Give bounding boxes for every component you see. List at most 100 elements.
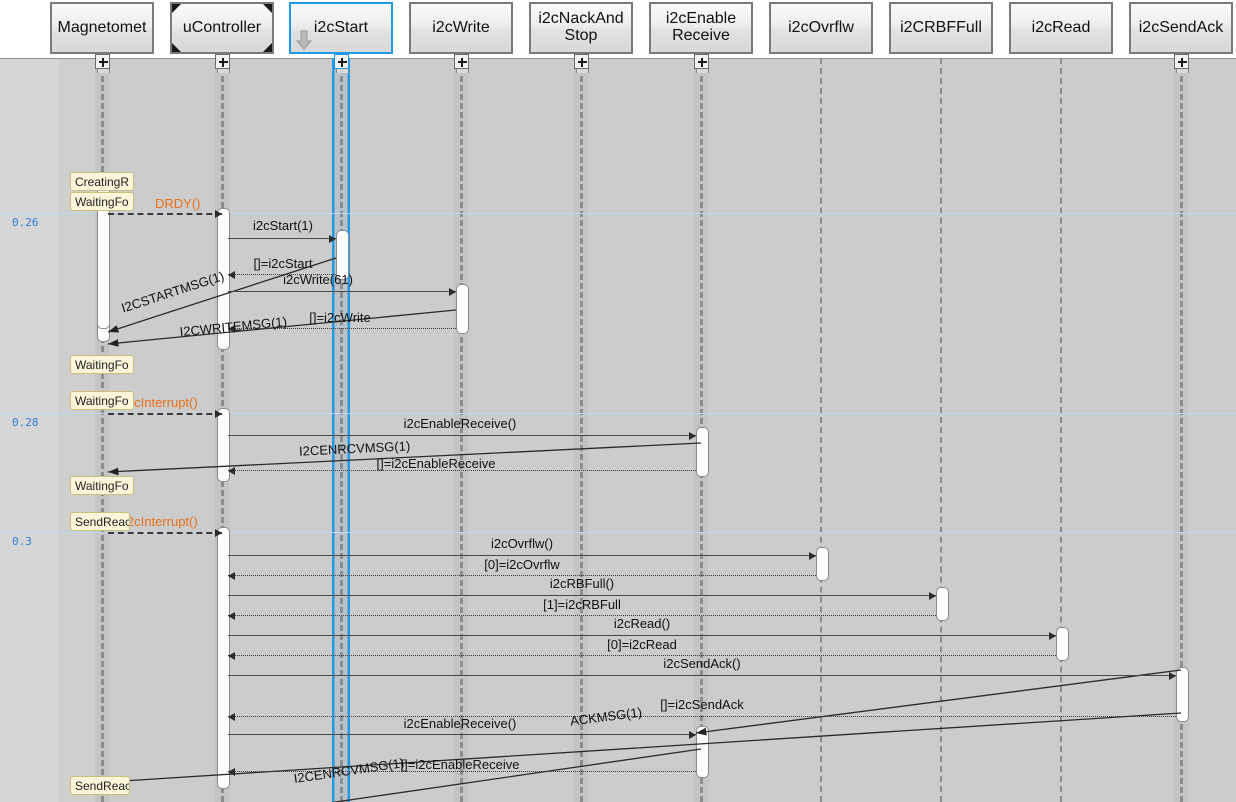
lifeline-header-i2covrflw[interactable]: i2cOvrflw — [769, 2, 873, 54]
time-tick-label: 0.3 — [12, 535, 32, 548]
lifeline-expander-stub — [97, 68, 110, 73]
message-line-m6[interactable] — [108, 413, 222, 415]
message-label-m18: i2cEnableReceive() — [403, 716, 517, 731]
expander-plus-icon-i2cnackand-stop[interactable] — [574, 54, 589, 69]
corner-handle-icon — [172, 43, 181, 52]
message-arrowhead — [1169, 672, 1176, 680]
diagonal-messages-layer — [107, 257, 1182, 802]
message-label-m11: [0]=i2cOvrflw — [484, 557, 560, 572]
lifeline-i2crbffull[interactable] — [940, 58, 942, 802]
lifeline-i2csendack[interactable] — [1180, 58, 1183, 802]
state-label[interactable]: SendReac — [70, 776, 130, 795]
message-line-m7[interactable] — [228, 435, 696, 436]
message-label-m6: i2cInterrupt() — [124, 395, 198, 410]
lifeline-i2cstart[interactable] — [340, 58, 343, 802]
message-line-m16[interactable] — [228, 675, 1176, 676]
lifeline-header-i2cwrite[interactable]: i2cWrite — [409, 2, 513, 54]
message-label-m7: i2cEnableReceive() — [403, 416, 517, 431]
lifeline-header-bar: Magnetomet uController i2cStart i2cWrite i2c… — [0, 0, 1236, 58]
diagonal-message-d4[interactable] — [695, 669, 1182, 736]
message-line-m12[interactable] — [228, 595, 936, 596]
message-arrowhead — [228, 271, 235, 279]
state-label[interactable]: SendReac — [70, 512, 130, 531]
lifeline-header-magnetomet[interactable]: Magnetomet — [50, 2, 154, 54]
state-label[interactable]: WaitingFo — [70, 355, 134, 374]
message-label-m5: []=i2cWrite — [309, 310, 371, 325]
activation-bar[interactable] — [696, 427, 709, 477]
message-label-m9: i2cInterrupt() — [124, 514, 198, 529]
time-gridline — [0, 532, 1236, 533]
activation-bar[interactable] — [936, 587, 949, 621]
lifeline-header-ucontroller[interactable]: uController — [170, 2, 274, 54]
lifeline-label: i2cOvrflw — [788, 18, 854, 36]
lifeline-label: i2cStart — [313, 18, 369, 36]
expander-plus-icon-magnetomet[interactable] — [95, 54, 110, 69]
activation-bar[interactable] — [1176, 667, 1189, 722]
message-label-m19: []=i2cEnableReceive — [400, 757, 520, 772]
message-line-m4[interactable] — [228, 291, 456, 292]
activation-bar[interactable] — [336, 230, 349, 280]
message-line-m8[interactable] — [228, 470, 696, 471]
message-arrowhead — [1049, 632, 1056, 640]
lifeline-expander-stub — [217, 68, 230, 73]
message-line-m2[interactable] — [228, 238, 336, 239]
message-label-m12: i2cRBFull() — [549, 576, 615, 591]
message-label-m1: DRDY() — [155, 196, 201, 211]
diagonal-message-label-d2: I2CWRITEMSG(1) — [178, 313, 288, 340]
lifeline-header-i2cstart[interactable]: i2cStart — [289, 2, 393, 54]
diagram-canvas[interactable]: 0.260.280.30.32 DRDY()i2cStart(1)[]=i2cS… — [0, 58, 1236, 802]
message-label-m4: i2cWrite(61) — [283, 272, 353, 287]
activation-bar[interactable] — [696, 726, 709, 778]
message-arrowhead — [689, 731, 696, 739]
activation-bar[interactable] — [1056, 627, 1069, 661]
activation-bar[interactable] — [816, 547, 829, 581]
message-line-m18[interactable] — [228, 734, 696, 735]
activation-bar[interactable] — [456, 284, 469, 334]
lifeline-header-i2crbffull[interactable]: i2CRBFFull — [889, 2, 993, 54]
message-line-m11[interactable] — [228, 575, 816, 576]
message-line-m15[interactable] — [228, 655, 1056, 656]
message-line-m14[interactable] — [228, 635, 1056, 636]
message-label-m13: [1]=i2cRBFull — [543, 597, 621, 612]
lifeline-expander-stub — [576, 68, 589, 73]
lifeline-i2covrflw[interactable] — [820, 58, 822, 802]
message-line-m13[interactable] — [228, 615, 936, 616]
message-arrowhead — [215, 529, 222, 537]
message-line-m1[interactable] — [108, 213, 222, 215]
lifeline-header-i2cread[interactable]: i2cRead — [1009, 2, 1113, 54]
expander-plus-icon-i2cenable-receive[interactable] — [694, 54, 709, 69]
message-label-m14: i2cRead() — [613, 616, 671, 631]
lifeline-expander-stub — [696, 68, 709, 73]
corner-handle-icon — [172, 4, 181, 13]
message-line-m19[interactable] — [228, 771, 696, 772]
state-label[interactable]: WaitingFo — [70, 391, 134, 410]
lifeline-magnetomet[interactable] — [101, 58, 104, 802]
time-tick-label: 0.26 — [12, 216, 39, 229]
message-label-m17: []=i2cSendAck — [660, 697, 744, 712]
lifeline-label: i2CRBFFull — [900, 18, 982, 36]
expander-plus-icon-i2cwrite[interactable] — [454, 54, 469, 69]
lifeline-i2cread[interactable] — [1060, 58, 1062, 802]
expander-plus-icon-i2cstart[interactable] — [334, 54, 349, 69]
lifeline-i2cwrite[interactable] — [460, 58, 463, 802]
time-gutter — [0, 58, 58, 802]
state-label[interactable]: WaitingFo — [70, 476, 134, 495]
canvas-top-rule — [0, 58, 1236, 59]
message-line-m9[interactable] — [108, 532, 222, 534]
message-line-m10[interactable] — [228, 555, 816, 556]
lifeline-header-i2csendack[interactable]: i2cSendAck — [1129, 2, 1233, 54]
lifeline-expander-stub — [456, 68, 469, 73]
message-line-m5[interactable] — [228, 328, 456, 329]
message-line-m17[interactable] — [228, 716, 1176, 717]
message-label-m15: [0]=i2cRead — [607, 637, 677, 652]
expander-plus-icon-ucontroller[interactable] — [215, 54, 230, 69]
time-gridline — [0, 413, 1236, 414]
state-label[interactable]: CreatingR — [70, 172, 134, 191]
state-label[interactable]: WaitingFo — [70, 192, 134, 211]
expander-plus-icon-i2csendack[interactable] — [1174, 54, 1189, 69]
message-line-m3[interactable] — [228, 274, 336, 275]
lifeline-i2cnackand-stop[interactable] — [580, 58, 583, 802]
